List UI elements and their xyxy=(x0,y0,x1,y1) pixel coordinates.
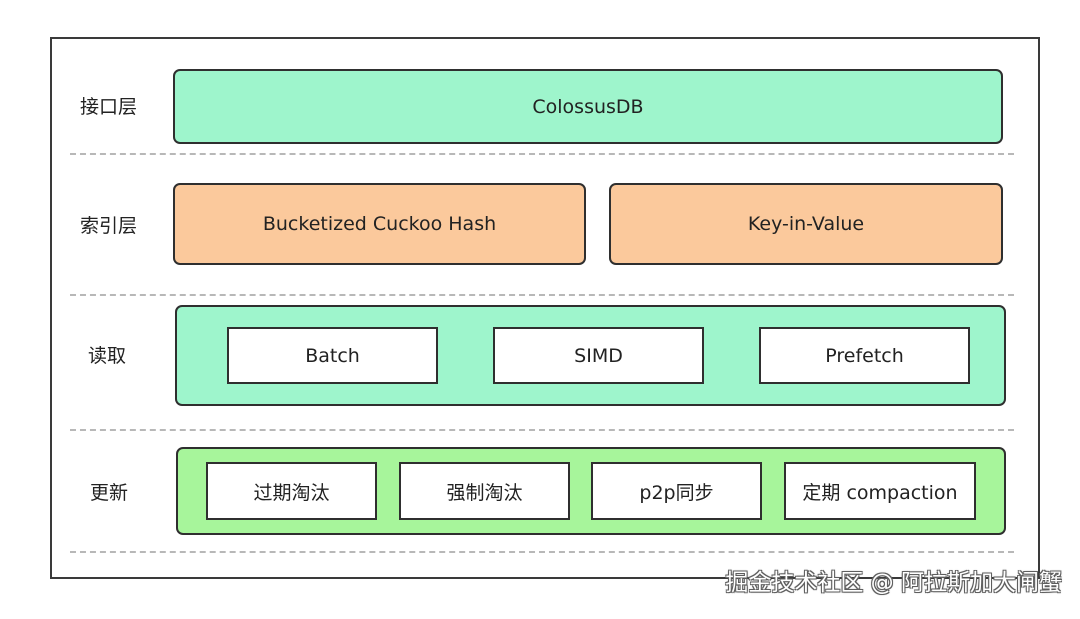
batch-box: Batch xyxy=(227,327,438,384)
layer-label-index: 索引层 xyxy=(80,215,138,237)
colossusdb-box: ColossusDB xyxy=(173,69,1003,144)
watermark: 掘金技术社区 @ 阿拉斯加大闸蟹 xyxy=(725,570,1062,596)
forced-eviction-box: 强制淘汰 xyxy=(399,462,570,520)
periodic-compaction-box: 定期 compaction xyxy=(784,462,976,520)
layer-divider-4 xyxy=(70,551,1014,553)
layer-label-interface: 接口层 xyxy=(80,96,138,118)
simd-box: SIMD xyxy=(493,327,704,384)
layer-label-update: 更新 xyxy=(90,482,129,504)
layer-divider-1 xyxy=(70,153,1014,155)
expire-eviction-box: 过期淘汰 xyxy=(206,462,377,520)
layer-divider-3 xyxy=(70,429,1014,431)
bucketized-cuckoo-hash-box: Bucketized Cuckoo Hash xyxy=(173,183,586,265)
layer-label-read: 读取 xyxy=(88,345,127,367)
p2p-sync-box: p2p同步 xyxy=(591,462,762,520)
key-in-value-box: Key-in-Value xyxy=(609,183,1003,265)
layer-divider-2 xyxy=(70,294,1014,296)
prefetch-box: Prefetch xyxy=(759,327,970,384)
